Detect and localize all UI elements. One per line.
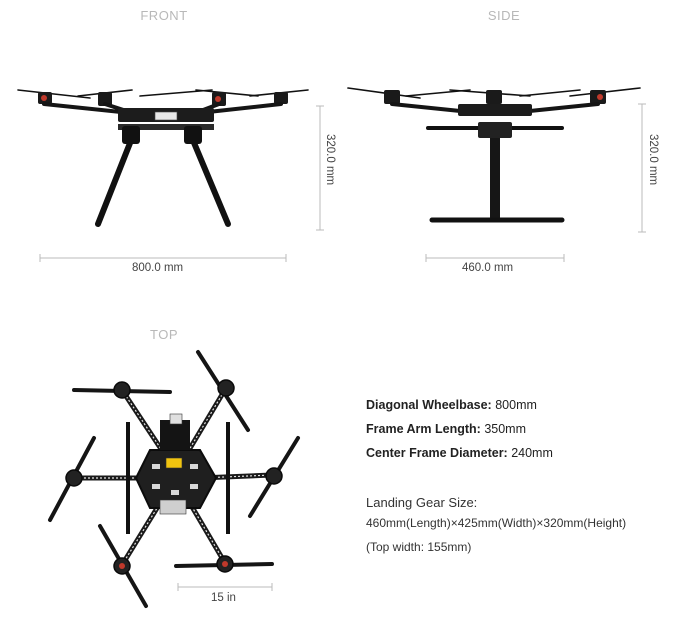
side-height-dimension: 320.0 mm	[647, 134, 659, 186]
spec-wheelbase: Diagonal Wheelbase: 800mm	[366, 396, 666, 420]
top-view-label: TOP	[150, 327, 178, 342]
spec-arm-length: Frame Arm Length: 350mm	[366, 420, 666, 444]
front-dim-lines	[39, 105, 324, 262]
spec-gear-dimensions: 460mm(Length)×425mm(Width)×320mm(Height)	[366, 516, 627, 530]
spec-center-key: Center Frame Diameter:	[366, 446, 508, 460]
side-width-dimension: 460.0 mm	[462, 262, 514, 274]
spec-center-value: 240mm	[511, 446, 553, 460]
spec-arm-key: Frame Arm Length:	[366, 422, 481, 436]
spec-center-frame: Center Frame Diameter: 240mm	[366, 444, 666, 468]
spec-gear-title: Landing Gear Size:	[366, 495, 478, 510]
spec-wheelbase-key: Diagonal Wheelbase:	[366, 398, 492, 412]
spec-wheelbase-value: 800mm	[495, 398, 537, 412]
spec-arm-value: 350mm	[484, 422, 526, 436]
front-height-dimension: 320.0 mm	[324, 134, 336, 186]
front-view-label: FRONT	[140, 8, 188, 23]
front-landing-gear	[95, 135, 231, 227]
prop-size-dimension: 15 in	[211, 592, 236, 604]
front-motors	[38, 92, 288, 106]
front-width-dimension: 800.0 mm	[132, 262, 184, 274]
side-view-label: SIDE	[487, 8, 521, 23]
spec-list: Diagonal Wheelbase: 800mm Frame Arm Leng…	[366, 396, 666, 562]
spec-gear-top-width: (Top width: 155mm)	[366, 540, 472, 554]
